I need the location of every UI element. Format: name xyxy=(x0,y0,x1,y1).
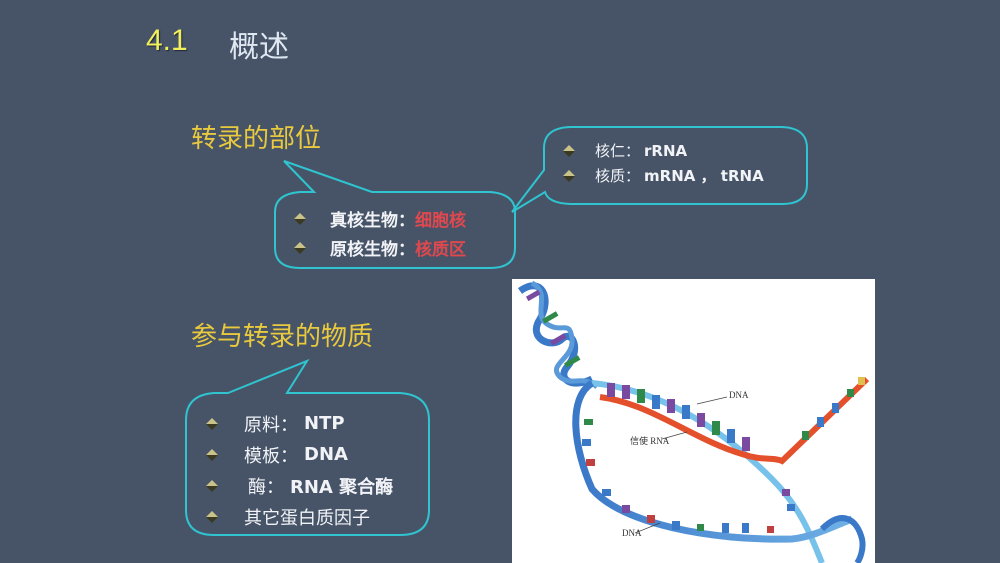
callout-bubble-detail xyxy=(511,126,808,213)
heading-transcription-materials: 参与转录的物质 xyxy=(191,322,374,352)
nucleus-detail-list: 核仁： rRNA 核质： mRNA ， tRNA xyxy=(563,138,764,188)
list-item: 原核生物： 核质区 xyxy=(294,233,466,262)
dna-illustration xyxy=(517,280,870,563)
item-label: 酶： xyxy=(248,476,284,498)
bullet-icon xyxy=(563,169,575,182)
label-dna-bottom: DNA xyxy=(622,528,642,538)
item-value: DNA xyxy=(304,444,348,465)
transcription-materials-list: 原料： NTP 模板： DNA 酶： RNA 聚合酶 其它蛋白质因子 xyxy=(206,408,393,532)
item-value: rRNA xyxy=(644,141,688,160)
bullet-icon xyxy=(563,144,575,157)
item-value: 核质区 xyxy=(415,240,466,260)
list-item: 酶： RNA 聚合酶 xyxy=(206,470,393,501)
bullet-icon xyxy=(206,448,218,461)
bullet-icon xyxy=(206,479,218,492)
item-label: 其它蛋白质因子 xyxy=(244,507,370,529)
label-dna-top: DNA xyxy=(729,390,749,400)
callout-bubble-materials xyxy=(185,358,430,536)
list-item: 核质： mRNA ， tRNA xyxy=(563,163,764,188)
list-item: 原料： NTP xyxy=(206,408,393,439)
item-value: RNA 聚合酶 xyxy=(290,476,394,498)
item-label: 原核生物： xyxy=(330,240,415,260)
section-number: 4.1 xyxy=(146,24,188,57)
callout-bubble-site xyxy=(274,160,516,269)
item-value: 细胞核 xyxy=(415,211,466,231)
bullet-icon xyxy=(294,241,306,254)
heading-transcription-site: 转录的部位 xyxy=(191,124,322,154)
bullet-icon xyxy=(294,212,306,225)
bullet-icon xyxy=(206,417,218,430)
item-label: 原料： xyxy=(244,414,298,436)
item-value: mRNA ， tRNA xyxy=(644,167,764,185)
dna-transcription-figure: DNA 信使 RNA DNA xyxy=(512,279,875,563)
item-value: NTP xyxy=(304,413,345,434)
label-mrna: 信使 RNA xyxy=(630,436,670,446)
item-label: 核仁： xyxy=(595,142,641,160)
list-item: 核仁： rRNA xyxy=(563,138,764,163)
item-label: 真核生物： xyxy=(330,211,415,231)
list-item: 模板： DNA xyxy=(206,439,393,470)
list-item: 其它蛋白质因子 xyxy=(206,501,393,532)
list-item: 真核生物： 细胞核 xyxy=(294,204,466,233)
bullet-icon xyxy=(206,510,218,523)
item-label: 模板： xyxy=(244,445,298,467)
page-title: 概述 xyxy=(229,30,289,65)
item-label: 核质： xyxy=(595,167,641,185)
transcription-site-list: 真核生物： 细胞核 原核生物： 核质区 xyxy=(294,204,466,262)
